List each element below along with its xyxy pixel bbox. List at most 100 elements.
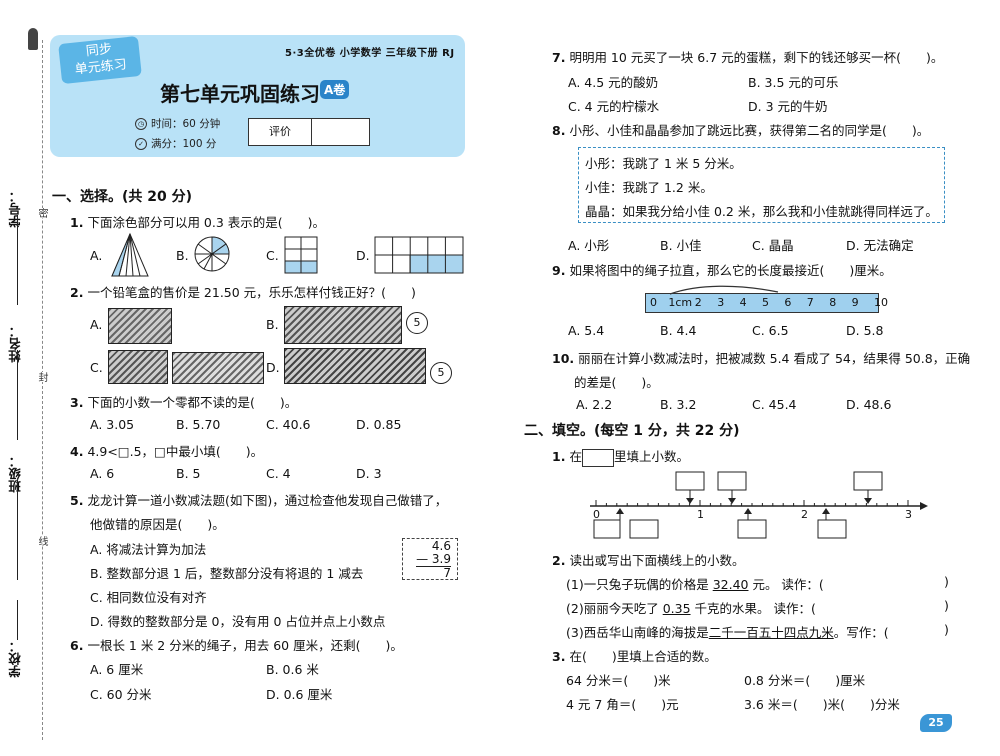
q9-opt-c[interactable]: C. 6.5 bbox=[752, 323, 789, 338]
q3-opt-c[interactable]: C. 40.6 bbox=[266, 417, 311, 432]
number-line-label: 1 bbox=[697, 508, 704, 521]
banknote-stack-b bbox=[284, 306, 402, 344]
q9-text: 如果将图中的绳子拉直，那么它的长度最接近( )厘米。 bbox=[569, 263, 892, 278]
time-info: ◷时间：60 分钟 bbox=[135, 116, 220, 131]
q4-opt-d[interactable]: D. 3 bbox=[356, 466, 382, 481]
q8-opt-a[interactable]: A. 小彤 bbox=[568, 238, 610, 253]
subtrahend: — 3.9 bbox=[416, 552, 451, 567]
difference: 7 bbox=[443, 566, 451, 580]
grid-figure-wide bbox=[374, 236, 464, 274]
q8-opt-c[interactable]: C. 晶晶 bbox=[752, 238, 794, 253]
q8: 8. 小彤、小佳和晶晶参加了跳远比赛，获得第二名的同学是( )。 bbox=[552, 120, 929, 139]
q9-opt-d[interactable]: D. 5.8 bbox=[846, 323, 884, 338]
q2-opt-b[interactable]: B. bbox=[266, 317, 279, 332]
f2-answer-3-close[interactable]: ) bbox=[944, 622, 949, 637]
q5-opt-c[interactable]: C. 相同数位没有对齐 bbox=[90, 590, 207, 605]
q7-opt-b[interactable]: B. 3.5 元的可乐 bbox=[748, 75, 839, 90]
q6: 6. 一根长 1 米 2 分米的绳子，用去 60 厘米，还剩( )。 bbox=[70, 635, 403, 654]
q1-opt-b[interactable]: B. bbox=[176, 248, 189, 263]
q3-text: 下面的小数一个零都不读的是( )。 bbox=[87, 395, 298, 410]
q7-opt-a[interactable]: A. 4.5 元的酸奶 bbox=[568, 75, 659, 90]
q2-number: 2. bbox=[70, 285, 84, 300]
ruler-label: 5 bbox=[762, 296, 769, 309]
ruler-label: 2 bbox=[694, 296, 702, 309]
q3-opt-a[interactable]: A. 3.05 bbox=[90, 417, 135, 432]
f3-item-1[interactable]: 64 分米＝( )米 bbox=[566, 673, 671, 688]
q10-opt-b[interactable]: B. 3.2 bbox=[660, 397, 697, 412]
q2-opt-a[interactable]: A. bbox=[90, 317, 103, 332]
school-line bbox=[17, 600, 18, 640]
q4-opt-a[interactable]: A. 6 bbox=[90, 466, 115, 481]
q1-opt-a[interactable]: A. bbox=[90, 248, 103, 263]
number-line-label: 2 bbox=[801, 508, 808, 521]
q1-opt-d[interactable]: D. bbox=[356, 248, 370, 263]
q8-text: 小彤、小佳和晶晶参加了跳远比赛，获得第二名的同学是( )。 bbox=[569, 123, 930, 138]
page-number: 25 bbox=[920, 714, 952, 732]
q5-opt-b[interactable]: B. 整数部分退 1 后，整数部分没有将退的 1 减去 bbox=[90, 566, 364, 581]
q6-opt-a[interactable]: A. 6 厘米 bbox=[90, 662, 144, 677]
q1-text: 下面涂色部分可以用 0.3 表示的是( )。 bbox=[87, 215, 326, 230]
q8-opt-d[interactable]: D. 无法确定 bbox=[846, 238, 914, 253]
ruler-label: 8 bbox=[829, 296, 837, 309]
f3-item-3[interactable]: 4 元 7 角＝( )元 bbox=[566, 697, 679, 712]
q10-opt-c[interactable]: C. 45.4 bbox=[752, 397, 797, 412]
q10-opt-d[interactable]: D. 48.6 bbox=[846, 397, 892, 412]
q9-opt-a[interactable]: A. 5.4 bbox=[568, 323, 605, 338]
f2-item-1: (1)一只兔子玩偶的价格是 32.40 元。 读作：( bbox=[566, 577, 824, 592]
f2-answer-1-close[interactable]: ) bbox=[944, 574, 949, 589]
f2-answer-2-close[interactable]: ) bbox=[944, 598, 949, 613]
q5: 5. 龙龙计算一道小数减法题(如下图)，通过检查他发现自己做错了， bbox=[70, 490, 447, 509]
rope bbox=[669, 285, 779, 295]
q3-opt-d[interactable]: D. 0.85 bbox=[356, 417, 402, 432]
clock-icon: ◷ bbox=[135, 118, 147, 130]
f3-item-2[interactable]: 0.8 分米＝( )厘米 bbox=[744, 673, 866, 688]
evaluation-box[interactable]: 评价 bbox=[248, 118, 370, 146]
q5-opt-a[interactable]: A. 将减法计算为加法 bbox=[90, 542, 207, 557]
class-line bbox=[17, 480, 18, 580]
q5-text-2: 他做错的原因是( )。 bbox=[90, 517, 225, 532]
seal-mark-3: 线 bbox=[34, 536, 49, 546]
f2-text: 读出或写出下面横线上的小数。 bbox=[569, 553, 745, 568]
q6-text: 一根长 1 米 2 分米的绳子，用去 60 厘米，还剩( )。 bbox=[87, 638, 403, 653]
q6-opt-c[interactable]: C. 60 分米 bbox=[90, 687, 152, 702]
banknote-stack-a bbox=[108, 308, 172, 344]
q6-opt-b[interactable]: B. 0.6 米 bbox=[266, 662, 319, 677]
q2-opt-c[interactable]: C. bbox=[90, 360, 103, 375]
check-icon: ✓ bbox=[135, 138, 147, 150]
q9: 9. 如果将图中的绳子拉直，那么它的长度最接近( )厘米。 bbox=[552, 260, 892, 279]
q4-text: 4.9<□.5，□中最小填( )。 bbox=[87, 444, 264, 459]
q7-opt-c[interactable]: C. 4 元的柠檬水 bbox=[568, 99, 660, 114]
q1-opt-c[interactable]: C. bbox=[266, 248, 279, 263]
q10-opt-a[interactable]: A. 2.2 bbox=[576, 397, 613, 412]
q1-number: 1. bbox=[70, 215, 84, 230]
version-badge: A卷 bbox=[320, 80, 350, 99]
q5-opt-d[interactable]: D. 得数的整数部分是 0，没有用 0 占位并点上小数点 bbox=[90, 614, 386, 629]
q1: 1. 下面涂色部分可以用 0.3 表示的是( )。 bbox=[70, 212, 325, 231]
ruler-label: 4 bbox=[739, 296, 747, 309]
f3-item-4[interactable]: 3.6 米＝( )米( )分米 bbox=[744, 697, 900, 712]
banknote-stack-d bbox=[284, 348, 426, 384]
seal-mark-2: 封 bbox=[34, 372, 49, 382]
q6-opt-d[interactable]: D. 0.6 厘米 bbox=[266, 687, 333, 702]
number-line-label: 0 bbox=[593, 508, 600, 521]
banknote-stack-c2 bbox=[172, 352, 264, 384]
student-id-line bbox=[17, 215, 18, 305]
q3-number: 3. bbox=[70, 395, 84, 410]
q8-opt-b[interactable]: B. 小佳 bbox=[660, 238, 702, 253]
q7-opt-d[interactable]: D. 3 元的牛奶 bbox=[748, 99, 828, 114]
q4-opt-c[interactable]: C. 4 bbox=[266, 466, 291, 481]
ruler-label: 9 bbox=[851, 296, 859, 309]
ruler-label: 0 bbox=[650, 296, 657, 309]
f1-number: 1. bbox=[552, 449, 566, 464]
q2-opt-d[interactable]: D. bbox=[266, 360, 280, 375]
rocket-icon bbox=[28, 28, 38, 50]
q9-opt-b[interactable]: B. 4.4 bbox=[660, 323, 697, 338]
cut-line bbox=[42, 40, 43, 740]
q7-number: 7. bbox=[552, 50, 566, 65]
q3-opt-b[interactable]: B. 5.70 bbox=[176, 417, 221, 432]
q3: 3. 下面的小数一个零都不读的是( )。 bbox=[70, 392, 297, 411]
statement-1: 小彤：我跳了 1 米 5 分米。 bbox=[585, 156, 742, 171]
q4-opt-b[interactable]: B. 5 bbox=[176, 466, 201, 481]
f1: 1. 在里填上小数。 bbox=[552, 446, 689, 467]
ruler-label: 6 bbox=[784, 296, 792, 309]
